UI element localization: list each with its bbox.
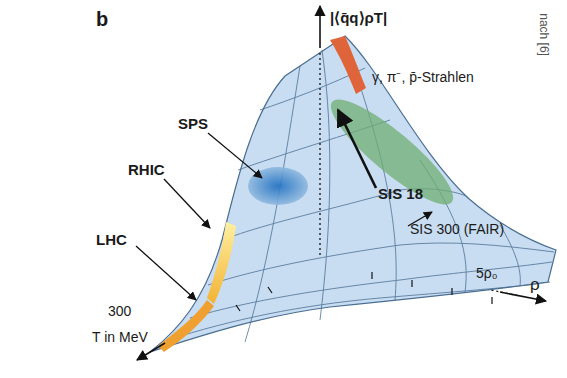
- axis-title: |⟨q̄q⟩ρT|: [330, 10, 387, 27]
- region-label: SIS 18: [378, 186, 423, 203]
- panel-letter: b: [96, 8, 108, 30]
- region-label: SIS 300 (FAIR): [410, 222, 504, 237]
- region-label: SPS: [178, 116, 208, 133]
- region-label: LHC: [96, 232, 127, 249]
- axis-title: T in MeV: [92, 330, 148, 345]
- tick-label: 300: [108, 304, 131, 319]
- source-note: nach [6]: [537, 13, 550, 56]
- axis-title: ρ: [530, 276, 540, 295]
- tick-label: 5ρ₀: [476, 266, 498, 281]
- beam-label: γ, π⁻, p̄-Strahlen: [372, 70, 474, 85]
- region-label: RHIC: [128, 162, 165, 179]
